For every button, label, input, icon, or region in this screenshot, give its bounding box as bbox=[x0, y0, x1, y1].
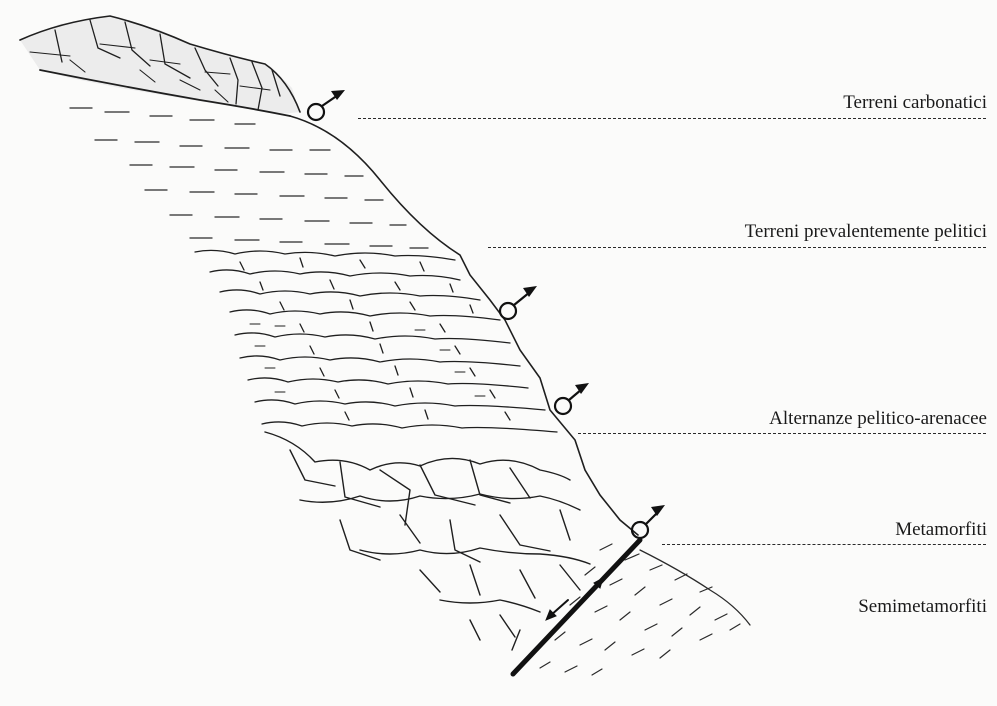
label-metamorphic: Metamorfiti bbox=[895, 519, 987, 541]
label-carbonatic: Terreni carbonatici bbox=[843, 92, 987, 114]
leader-alternating bbox=[578, 433, 986, 434]
leader-carbonatic bbox=[358, 118, 986, 119]
leader-metamorphic bbox=[662, 544, 986, 545]
spring-symbol bbox=[500, 286, 537, 319]
metamorphic-layer bbox=[265, 432, 590, 650]
spring-symbol bbox=[308, 90, 345, 120]
pelitic-layer bbox=[70, 108, 428, 248]
label-alternating: Alternanze pelitico-arenacee bbox=[769, 408, 987, 430]
spring-symbol bbox=[555, 383, 589, 414]
spring-symbol bbox=[632, 505, 665, 538]
slope-profile bbox=[290, 116, 638, 535]
carbonatic-layer bbox=[20, 16, 300, 116]
label-pelitic: Terreni prevalentemente pelitici bbox=[745, 221, 987, 243]
label-semimetamorphic: Semimetamorfiti bbox=[858, 596, 987, 618]
alternating-layer bbox=[195, 250, 557, 432]
leader-pelitic bbox=[488, 247, 986, 248]
